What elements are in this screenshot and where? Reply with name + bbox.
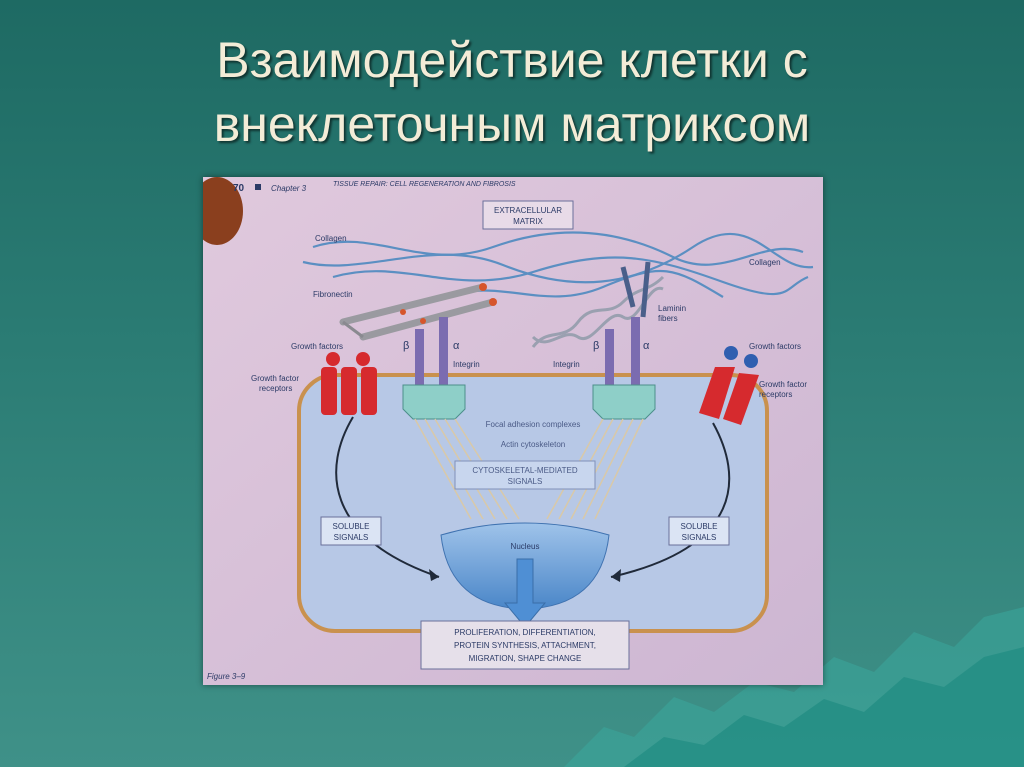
soluble-arrow-right-head	[611, 569, 621, 582]
integrin-left-label: Integrin	[453, 360, 480, 369]
page-number: 70	[233, 183, 245, 194]
cytoskeletal-signals-line-2: SIGNALS	[508, 477, 543, 486]
gf-receptors-right-line-2: receptors	[759, 390, 792, 399]
gf-receptors-left-line-2: receptors	[259, 384, 292, 393]
soluble-signals-left-line-1: SOLUBLE	[333, 522, 370, 531]
slide-title-line-2: внеклеточным матриксом	[213, 96, 811, 152]
textbook-figure-photo: 70 Chapter 3 TISSUE REPAIR: CELL REGENER…	[203, 177, 823, 685]
collagen-right-label: Collagen	[749, 258, 781, 267]
nucleus-label: Nucleus	[511, 542, 540, 551]
ecm-label-line-2: MATRIX	[513, 217, 543, 226]
soluble-arrow-left	[335, 416, 440, 578]
fibronectin-molecule	[339, 283, 497, 341]
growth-factor-receptor-left	[321, 352, 377, 415]
figure-label: Figure 3–9	[207, 672, 246, 681]
finger-shadow	[203, 177, 243, 245]
alpha-left-label: α	[453, 340, 460, 352]
soluble-arrow-left-head	[429, 569, 439, 581]
beta-left-label: β	[403, 340, 409, 352]
cytoskeletal-signals-line-1: CYTOSKELETAL-MEDIATED	[472, 466, 578, 475]
gf-receptors-right-line-1: Growth factor	[759, 380, 807, 389]
laminin-label-line-2: fibers	[658, 314, 678, 323]
collagen-fibers	[302, 231, 814, 299]
laminin-fibers	[531, 261, 665, 348]
focal-adhesion-label: Focal adhesion complexes	[486, 420, 581, 429]
fibronectin-label: Fibronectin	[313, 290, 353, 299]
collagen-left-label: Collagen	[315, 234, 347, 243]
integrin-right-label: Integrin	[553, 360, 580, 369]
ecm-label-line-1: EXTRACELLULAR	[494, 206, 562, 215]
ecm-diagram: 70 Chapter 3 TISSUE REPAIR: CELL REGENER…	[203, 177, 823, 685]
growth-factors-left-label: Growth factors	[291, 342, 343, 351]
chapter-label: Chapter 3	[271, 184, 307, 193]
soluble-signals-right-line-2: SIGNALS	[682, 533, 717, 542]
soluble-signals-right-line-1: SOLUBLE	[681, 522, 718, 531]
ecm-label-box	[482, 200, 574, 230]
growth-factor-receptor-right	[699, 346, 759, 425]
outcomes-line-1: PROLIFERATION, DIFFERENTIATION,	[454, 628, 596, 637]
laminin-label-line-1: Laminin	[658, 304, 686, 313]
beta-right-label: β	[593, 340, 599, 352]
cytoskeletal-signals-box	[454, 460, 596, 490]
running-title: TISSUE REPAIR: CELL REGENERATION AND FIB…	[333, 181, 516, 188]
decorative-waves	[564, 607, 1024, 767]
nucleus-output-arrow	[503, 558, 547, 628]
slide-title: Взаимодействие клетки с внеклеточным мат…	[0, 28, 1024, 156]
outcomes-line-2: PROTEIN SYNTHESIS, ATTACHMENT,	[454, 641, 596, 650]
outcomes-line-3: MIGRATION, SHAPE CHANGE	[469, 654, 582, 663]
alpha-right-label: α	[643, 340, 650, 352]
gf-receptors-left-line-1: Growth factor	[251, 374, 299, 383]
soluble-signals-left-box	[320, 516, 382, 546]
header-square-icon	[255, 184, 261, 190]
soluble-signals-left-line-2: SIGNALS	[334, 533, 369, 542]
actin-label: Actin cytoskeleton	[501, 440, 565, 449]
soluble-arrow-right	[610, 422, 731, 578]
integrin-right	[592, 317, 656, 420]
soluble-signals-right-box	[668, 516, 730, 546]
outcomes-box	[420, 620, 630, 670]
slide-title-line-1: Взаимодействие клетки с	[216, 32, 808, 88]
growth-factors-right-label: Growth factors	[749, 342, 801, 351]
